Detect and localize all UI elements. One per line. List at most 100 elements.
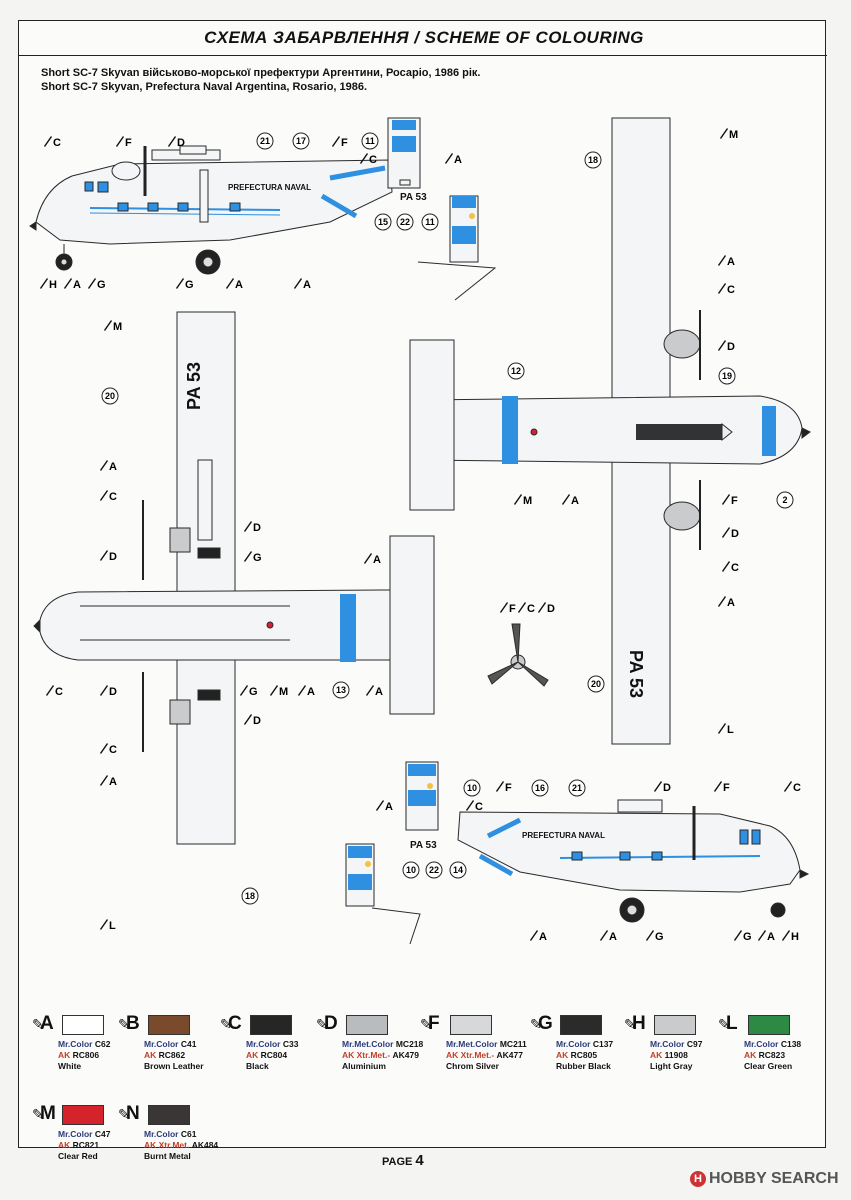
svg-text:D: D (109, 551, 117, 563)
svg-text:G: G (253, 552, 262, 564)
color-swatch (148, 1105, 190, 1125)
svg-text:D: D (253, 522, 261, 534)
label-A-14: A (530, 930, 547, 943)
color-swatch (346, 1015, 388, 1035)
svg-text:D: D (727, 341, 735, 353)
tail-code-right: PA 53 (410, 840, 437, 851)
svg-text:C: C (53, 137, 61, 149)
svg-text:A: A (307, 686, 315, 698)
svg-text:2: 2 (782, 495, 787, 505)
callout-12: 12 (507, 362, 525, 380)
paint-mr-color: Mr.Color C47 (58, 1129, 111, 1139)
paint-mr-color: Mr.Color C41 (144, 1039, 197, 1049)
label-H-2: H (782, 930, 799, 943)
svg-text:F: F (509, 603, 516, 615)
label-D-5: D (722, 527, 739, 540)
svg-text:A: A (73, 279, 81, 291)
svg-text:F: F (341, 137, 348, 149)
svg-text:L: L (109, 920, 116, 932)
subtitle-ukrainian: Short SC-7 Skyvan військово-морської пре… (41, 67, 481, 79)
svg-text:11: 11 (365, 136, 375, 146)
svg-text:18: 18 (245, 891, 255, 901)
label-A-9: A (718, 596, 735, 609)
paint-mr-color: Mr.Color C62 (58, 1039, 111, 1049)
paint-ak-code: AK Xtr.Met.- AK479 (342, 1050, 419, 1060)
callout-21: 21 (256, 132, 274, 150)
svg-text:M: M (523, 495, 532, 507)
svg-text:10: 10 (467, 783, 477, 793)
svg-text:A: A (767, 931, 775, 943)
svg-text:20: 20 (105, 391, 115, 401)
svg-text:10: 10 (406, 865, 416, 875)
label-A-1: A (445, 153, 462, 166)
palette-letter: L (726, 1013, 738, 1034)
wing-code-left: PA 53 (184, 362, 204, 410)
label-A-8: A (364, 553, 381, 566)
label-A-12: A (100, 775, 117, 788)
label-M-4: M (270, 685, 288, 698)
paint-ak-code: AK RC821 (58, 1140, 100, 1150)
svg-text:C: C (527, 603, 535, 615)
label-M-2: M (104, 320, 122, 333)
svg-text:M: M (113, 321, 122, 333)
callout-11: 11 (361, 132, 379, 150)
svg-text:A: A (609, 931, 617, 943)
paint-ak-code: AK Xtr.Met. AK484 (144, 1140, 219, 1150)
color-swatch (560, 1015, 602, 1035)
callout-18: 18 (584, 151, 602, 169)
label-D-8: D (244, 714, 261, 727)
label-F-2: F (332, 136, 348, 149)
svg-text:17: 17 (296, 136, 306, 146)
label-C-10: C (466, 800, 483, 813)
paint-mr-color: Mr.Color C97 (650, 1039, 703, 1049)
paint-ak-code: AK RC806 (58, 1050, 100, 1060)
tail-code-side: PA 53 (400, 192, 427, 203)
svg-text:A: A (303, 279, 311, 291)
svg-text:A: A (373, 554, 381, 566)
paint-ak-code: AK Xtr.Met.- AK477 (446, 1050, 523, 1060)
plan-view-right (409, 117, 811, 745)
palette-letter: M (40, 1103, 56, 1124)
callout-21b: 21 (568, 779, 586, 797)
label-H-1: H (40, 278, 57, 291)
color-swatch (654, 1015, 696, 1035)
title-bar: СХЕМА ЗАБАРВЛЕННЯ / SCHEME OF COLOURING (189, 21, 659, 55)
paint-name: Clear Red (58, 1151, 98, 1161)
palette-letter: C (228, 1013, 242, 1034)
label-A-13: A (376, 800, 393, 813)
brush-icon: ✎ (316, 1017, 328, 1033)
subtitle-english: Short SC-7 Skyvan, Prefectura Naval Arge… (41, 81, 368, 93)
side-view-left: PA 53 (29, 117, 497, 301)
label-L-2: L (100, 919, 116, 932)
callout-19: 19 (718, 367, 736, 385)
brush-icon: ✎ (118, 1107, 130, 1123)
brush-icon: ✎ (32, 1017, 44, 1033)
label-C-5: C (722, 561, 739, 574)
color-swatch (62, 1015, 104, 1035)
svg-text:M: M (729, 129, 738, 141)
callout-16: 16 (531, 779, 549, 797)
paint-name: Brown Leather (144, 1061, 204, 1071)
label-G-1: G (88, 278, 106, 291)
svg-text:A: A (454, 154, 462, 166)
palette-letter: A (40, 1013, 54, 1034)
callout-13: 13 (332, 681, 350, 699)
brush-icon: ✎ (32, 1107, 44, 1123)
palette-letter: N (126, 1103, 140, 1124)
paint-name: Black (246, 1061, 269, 1071)
svg-text:G: G (249, 686, 258, 698)
label-C-2: C (360, 153, 377, 166)
svg-text:C: C (731, 562, 739, 574)
paint-name: White (58, 1061, 82, 1071)
brush-icon: ✎ (220, 1017, 232, 1033)
svg-text:F: F (505, 782, 512, 794)
svg-text:22: 22 (400, 217, 410, 227)
paint-ak-code: AK RC862 (144, 1050, 186, 1060)
label-C-7: C (46, 685, 63, 698)
paint-ak-code: AK 11908 (650, 1050, 688, 1060)
label-M-1: M (720, 128, 738, 141)
